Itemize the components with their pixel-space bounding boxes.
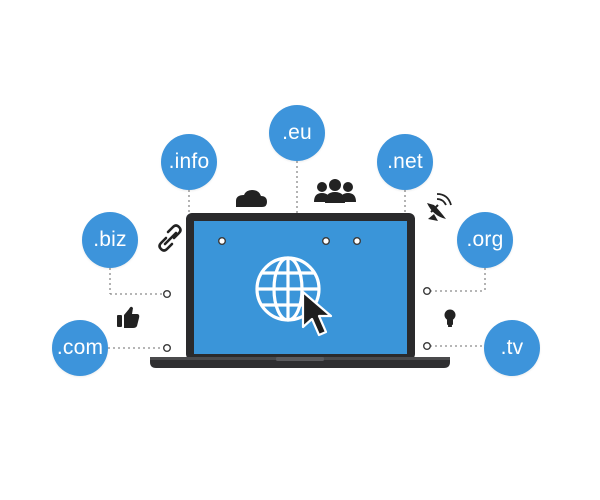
cloud-icon bbox=[236, 190, 267, 207]
users-icon bbox=[314, 179, 356, 203]
ring-biz bbox=[162, 290, 171, 299]
domain-bubble-com[interactable]: .com bbox=[52, 320, 108, 376]
domain-bubble-org[interactable]: .org bbox=[457, 212, 513, 268]
laptop-trackpad-notch bbox=[276, 357, 324, 361]
domain-bubble-biz[interactable]: .biz bbox=[82, 212, 138, 268]
thumbs-up-icon bbox=[117, 306, 140, 328]
ring-net bbox=[353, 236, 362, 245]
link-icon bbox=[158, 224, 182, 252]
ring-info bbox=[217, 236, 226, 245]
connector-rings bbox=[162, 236, 432, 353]
ring-tv bbox=[423, 342, 432, 351]
lightbulb-icon bbox=[444, 309, 456, 327]
satellite-dish-icon bbox=[427, 193, 452, 221]
domain-bubble-info[interactable]: .info bbox=[161, 134, 217, 190]
ring-eu bbox=[322, 236, 331, 245]
cursor-icon bbox=[301, 290, 333, 337]
globe-icon bbox=[255, 256, 321, 322]
ring-org bbox=[423, 287, 432, 296]
domain-bubble-net[interactable]: .net bbox=[377, 134, 433, 190]
domain-bubble-eu[interactable]: .eu bbox=[269, 105, 325, 161]
domain-bubble-tv[interactable]: .tv bbox=[484, 320, 540, 376]
ring-com bbox=[162, 344, 171, 353]
